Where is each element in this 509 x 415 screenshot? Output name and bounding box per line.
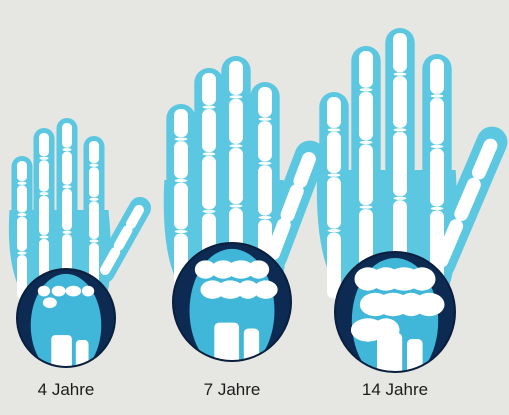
caption-age-7: 7 Jahre	[204, 380, 261, 400]
hand-age-14	[317, 28, 492, 399]
hand-age-7	[164, 56, 310, 388]
wrist-detail-circle	[335, 252, 455, 399]
wrist-detail-circle	[17, 269, 115, 389]
wrist-detail-circle	[173, 243, 291, 388]
caption-age-4: 4 Jahre	[38, 380, 95, 400]
hand-age-4	[9, 118, 140, 389]
caption-age-14: 14 Jahre	[362, 380, 428, 400]
